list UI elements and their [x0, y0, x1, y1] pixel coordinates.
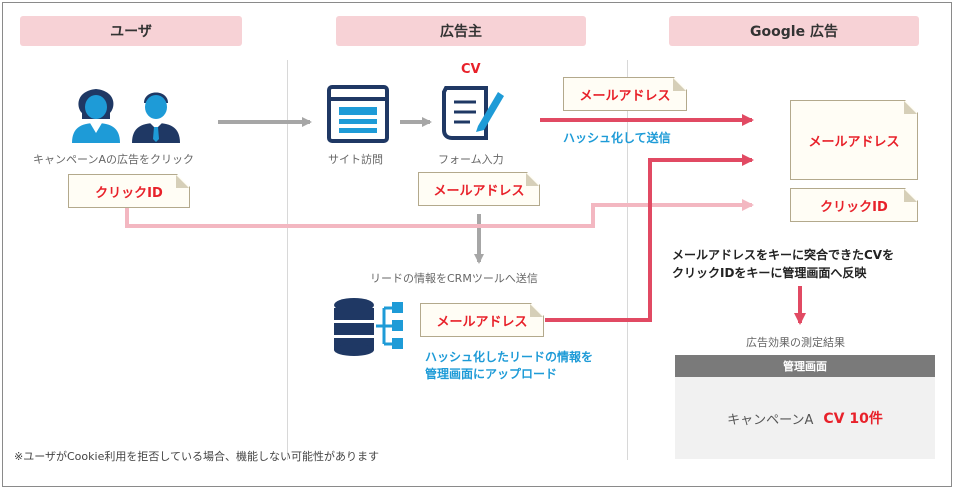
user-man-icon	[132, 92, 180, 143]
column-divider	[627, 60, 628, 460]
result-label: 広告効果の測定結果	[746, 336, 845, 349]
panel-cv-count: CV 10件	[823, 411, 883, 427]
user-caption: キャンペーンAの広告をクリック	[33, 153, 194, 166]
crm-upload-text-1: ハッシュ化したリードの情報を	[425, 350, 594, 364]
column-divider	[287, 60, 288, 460]
google-clickid-note: クリックID	[790, 188, 918, 222]
crm-send-label: リードの情報をCRMツールへ送信	[370, 272, 538, 285]
sent-email-note: メールアドレス	[563, 77, 687, 111]
user-clickid-note: クリックID	[68, 174, 190, 208]
user-woman-icon	[72, 89, 120, 143]
form-email-text: メールアドレス	[433, 183, 525, 199]
panel-campaign-name: キャンペーンA	[727, 412, 814, 428]
footnote: ※ユーザがCookie利用を拒否している場合、機能しない可能性があります	[14, 450, 379, 463]
form-email-note: メールアドレス	[418, 172, 540, 206]
arrow-crm-upload	[545, 154, 754, 322]
form-document-icon	[442, 86, 504, 140]
crm-email-text: メールアドレス	[436, 314, 528, 330]
form-input-label: フォーム入力	[438, 153, 504, 166]
column-header-advertiser: 広告主	[336, 16, 586, 46]
site-visit-label: サイト訪問	[328, 153, 383, 166]
admin-panel-header: 管理画面	[675, 355, 935, 377]
sent-email-text: メールアドレス	[579, 88, 671, 104]
hash-send-text: ハッシュ化して送信	[563, 131, 671, 145]
google-clickid-text: クリックID	[820, 199, 888, 215]
google-email-text: メールアドレス	[808, 134, 900, 150]
reflect-text-2: クリックIDをキーに管理画面へ反映	[672, 266, 867, 280]
crm-database-icon	[334, 298, 403, 356]
column-header-google: Google 広告	[669, 16, 919, 46]
crm-upload-text-2: 管理画面にアップロード	[425, 367, 558, 381]
arrow-clickid-path	[125, 199, 754, 228]
admin-panel-body: キャンペーンA CV 10件	[675, 377, 935, 459]
crm-email-note: メールアドレス	[420, 303, 544, 337]
cv-label: CV	[461, 62, 481, 77]
user-clickid-text: クリックID	[95, 185, 163, 201]
reflect-text-1: メールアドレスをキーに突合できたCVを	[672, 248, 895, 262]
google-email-note: メールアドレス	[790, 100, 918, 180]
browser-window-icon	[327, 85, 389, 143]
column-header-user: ユーザ	[20, 16, 242, 46]
